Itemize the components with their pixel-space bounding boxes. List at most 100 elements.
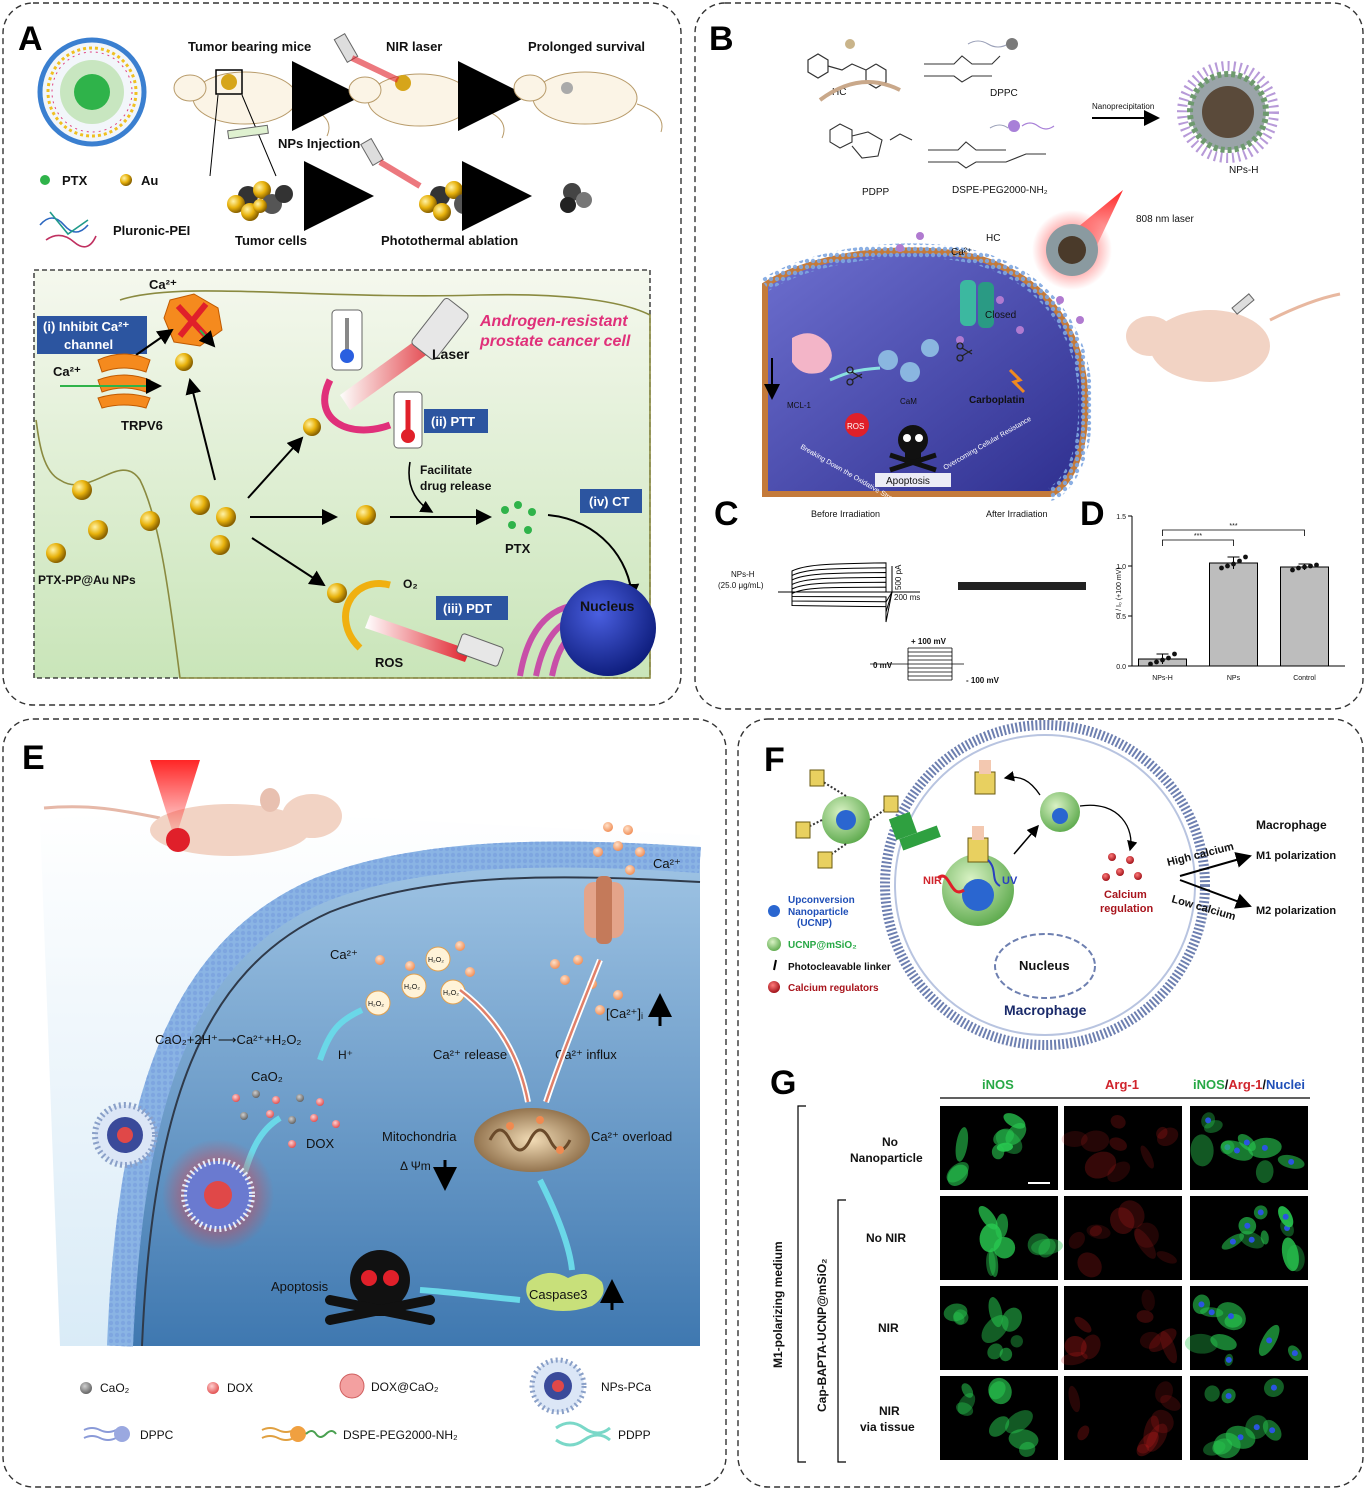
calcium-dots-icon	[1102, 853, 1142, 881]
col-arg1-label: Arg-1	[1105, 1077, 1139, 1092]
panel-b-border	[694, 2, 1364, 710]
scale-time-label: 200 ms	[894, 593, 920, 602]
nucleus-label: Nucleus	[580, 598, 635, 614]
sig-label: ***	[1229, 523, 1237, 530]
sig-bracket	[1162, 529, 1305, 536]
m2-label: M2 polarization	[1256, 905, 1336, 917]
cell-signal	[1110, 1114, 1126, 1129]
cell-signal	[1150, 1409, 1174, 1434]
data-point	[1219, 565, 1224, 571]
nucleus-signal	[1205, 1117, 1212, 1124]
cell-signal	[943, 1303, 968, 1322]
cell-signal	[988, 1247, 999, 1278]
panel-a-border	[2, 2, 682, 706]
macrophage-title-label: Macrophage	[1256, 818, 1327, 832]
sample-line1: NPs-H	[731, 570, 755, 579]
apoptosis-b-label: Apoptosis	[886, 476, 930, 487]
x-tick-label: NPs-H	[1152, 675, 1173, 682]
cell-signal	[1086, 1224, 1111, 1239]
y-tick-label: 0.5	[1116, 614, 1126, 621]
cell-signal	[1077, 1425, 1090, 1441]
cell-signal	[1001, 1307, 1022, 1332]
legend-calcium-label: Calcium regulators	[788, 983, 879, 994]
cell-signal	[1031, 1238, 1063, 1255]
nucleus-signal	[1227, 1313, 1234, 1320]
ca-ions-e-icon	[375, 822, 645, 1015]
nucleus-signal	[1229, 1238, 1236, 1245]
photothermal-ablation-label: Photothermal ablation	[381, 233, 518, 248]
cell-signal	[1160, 1394, 1181, 1411]
dppc-label: DPPC	[990, 88, 1018, 99]
au-particle	[303, 418, 321, 436]
mitochondria-label: Mitochondria	[382, 1129, 457, 1144]
row4-line2: via tissue	[860, 1420, 915, 1434]
o2-label: O₂	[403, 577, 418, 591]
arrow-icon	[419, 1287, 521, 1303]
cell-signal	[1110, 1207, 1135, 1235]
legend-nps-pca-label: NPs-PCa	[601, 1380, 651, 1394]
cell-title-line2: prostate cancer cell	[479, 333, 631, 350]
after-irradiation-label: After Irradiation	[986, 509, 1048, 519]
arrow-icon	[537, 1178, 575, 1271]
data-point	[1308, 563, 1313, 569]
ptx-molecules-icon	[501, 501, 536, 534]
before-irradiation-label: Before Irradiation	[811, 509, 880, 519]
nucleus-signal	[1288, 1158, 1295, 1165]
plus100-label: + 100 mV	[911, 637, 947, 646]
current-trace	[778, 576, 892, 593]
panel-d-letter: D	[1080, 495, 1105, 533]
data-point	[1243, 554, 1248, 560]
cell-signal	[1146, 1423, 1168, 1452]
cell-signal	[1064, 1335, 1087, 1357]
h2o2-bubbles-icon	[365, 946, 466, 1016]
cell-signal	[1156, 1126, 1168, 1139]
nir-f-label: NIR	[923, 875, 942, 887]
cell-signal	[1109, 1137, 1127, 1151]
dox-legend-icon	[207, 1382, 219, 1394]
receptor-icon	[888, 811, 941, 851]
hc-label: HC	[832, 87, 846, 98]
nps-h-label: NPs-H	[1229, 165, 1258, 176]
nucleus-signal	[1237, 1434, 1244, 1441]
calcium-line2: regulation	[1100, 903, 1153, 915]
row4-line1: NIR	[879, 1404, 900, 1418]
nps-pca-glow-icon	[162, 1139, 274, 1251]
nucleus-signal	[1244, 1222, 1251, 1229]
nanoprecipitation-label: Nanoprecipitation	[1092, 102, 1154, 111]
cell-signal	[987, 1343, 1003, 1360]
arrow-icon	[247, 436, 304, 499]
current-traces-after	[958, 582, 1086, 590]
dppc-legend-icon	[83, 1426, 130, 1442]
au-particle	[175, 353, 193, 371]
cell-signal	[999, 1347, 1013, 1362]
cell-signal	[1143, 1415, 1160, 1448]
cell-signal	[1139, 1331, 1161, 1349]
cell-signal	[1184, 1333, 1218, 1354]
sig-bracket	[1162, 539, 1234, 546]
cap-bracket	[837, 1199, 846, 1463]
voltage-protocol-icon	[870, 647, 964, 681]
panel-e-border	[2, 718, 727, 1488]
mitochondria-icon	[474, 1108, 590, 1172]
cell-signal	[1038, 1238, 1056, 1258]
calcium-line1: Calcium	[1104, 889, 1147, 901]
mouse-icon-3	[513, 71, 663, 133]
uv-wave-icon	[987, 859, 1001, 887]
inhibit-label-line2: channel	[64, 337, 113, 352]
nucleus-signal	[1225, 1356, 1232, 1363]
syringe-icon	[227, 124, 269, 140]
laser-device-icon	[340, 298, 469, 410]
nucleus-signal	[1269, 1427, 1276, 1434]
cell-diagram-a: Androgen-resistant prostate cancer cell …	[33, 269, 656, 679]
cell-signal	[1005, 1410, 1033, 1434]
nir-wave-icon	[937, 874, 965, 894]
microscopy-tile	[1190, 1286, 1308, 1370]
cell-signal	[1118, 1200, 1145, 1229]
ca-conc-label: [Ca²⁺]ᵢ	[606, 1006, 643, 1021]
legend-pdpp-label: PDPP	[618, 1428, 651, 1442]
nucleus-signal	[1257, 1209, 1264, 1216]
cell-signal	[1133, 1228, 1156, 1259]
arrow-icon	[1003, 771, 1041, 796]
cell-signal	[1286, 1244, 1305, 1272]
